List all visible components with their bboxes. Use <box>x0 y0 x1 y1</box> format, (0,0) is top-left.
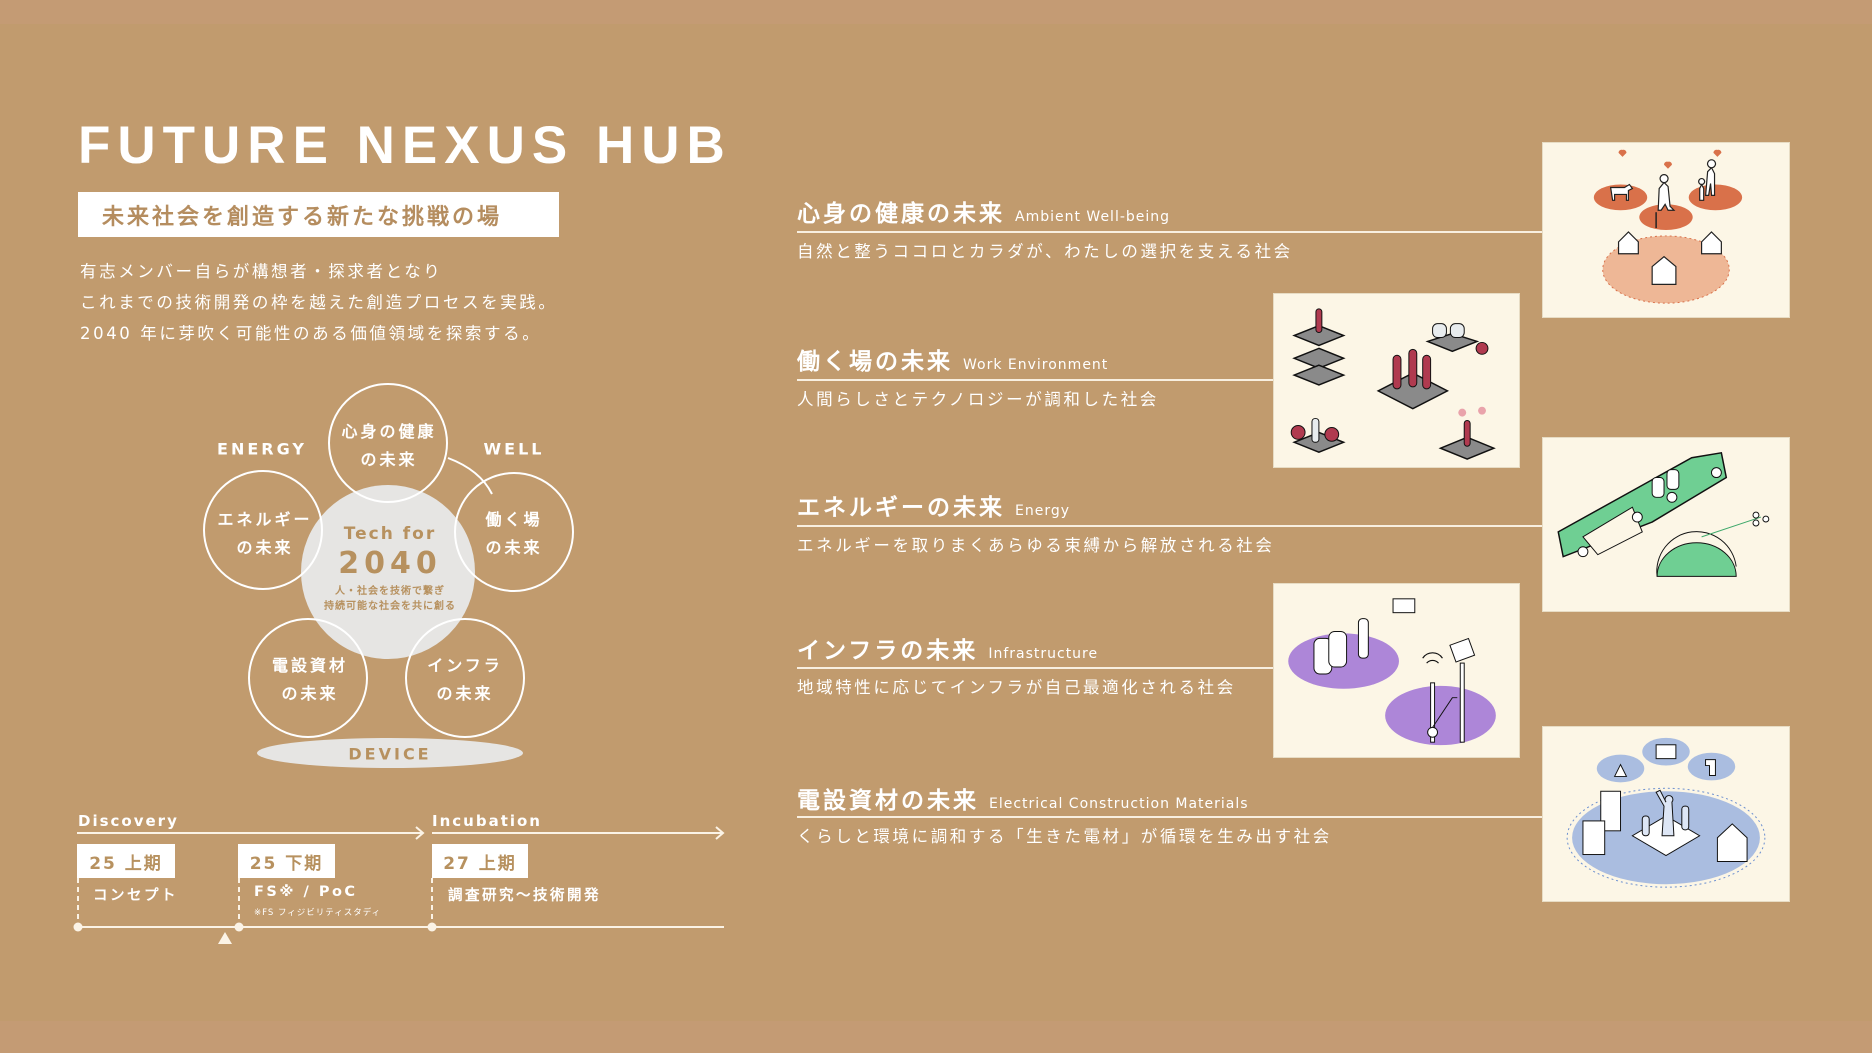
center-label: Tech for 2040 人・社会を技術で繋ぎ 持続可能な社会を共に創る <box>324 524 456 614</box>
topic-heading: 心身の健康の未来 Ambient Well-being <box>797 194 1170 228</box>
subtitle-box: 未来社会を創造する新たな挑戦の場 <box>78 192 559 237</box>
circle-work-label: 働く場 の未来 <box>485 510 543 557</box>
stage-period: 25 下期 <box>238 844 335 878</box>
center-year: 2040 <box>338 546 442 581</box>
materials-illustration-icon <box>1566 737 1766 888</box>
circle-materials <box>248 618 368 738</box>
topic-subtitle: Energy <box>1015 503 1071 519</box>
intro-line: 有志メンバー自らが構想者・探求者となり <box>80 262 443 281</box>
topic-divider <box>797 667 1273 669</box>
top-band <box>0 0 1872 24</box>
phase-discovery: Discovery <box>78 812 179 830</box>
topic-title: 働く場の未来 <box>797 349 953 375</box>
energy-label: ENERGY <box>217 439 307 459</box>
topic-divider <box>797 231 1542 233</box>
illustration-materials <box>1542 726 1790 902</box>
device-label: DEVICE <box>348 744 432 764</box>
center-sub-1: 人・社会を技術で繋ぎ <box>335 586 445 597</box>
connector-arc <box>447 457 493 495</box>
stage-note: ※FS フィジビリティスタディ <box>254 908 382 918</box>
intro-text: 有志メンバー自らが構想者・探求者となり これまでの技術開発の枠を越えた創造プロセ… <box>80 256 558 349</box>
topic-divider <box>797 525 1542 527</box>
phase-incubation: Incubation <box>432 812 542 830</box>
illustration-wellbeing <box>1542 142 1790 318</box>
circle-work <box>454 472 574 592</box>
topic-divider <box>797 379 1273 381</box>
topic-heading: インフラの未来 Infrastructure <box>797 631 1098 665</box>
diagram-shapes <box>203 383 574 768</box>
subtitle: 未来社会を創造する新たな挑戦の場 <box>102 204 503 230</box>
center-circle <box>301 485 475 659</box>
circle-energy-label: エネルギー の未来 <box>217 510 313 557</box>
current-position-triangle-icon <box>218 932 232 944</box>
illustration-infra <box>1273 583 1520 758</box>
circle-infra-label: インフラ の未来 <box>427 656 503 703</box>
illustration-energy <box>1542 437 1790 612</box>
topic-title: エネルギーの未来 <box>797 495 1005 521</box>
stage-period: 25 上期 <box>77 844 175 878</box>
intro-line: これまでの技術開発の枠を越えた創造プロセスを実践。 <box>80 293 558 312</box>
center-tech: Tech for <box>343 524 437 544</box>
wellbeing-illustration-icon <box>1593 149 1743 304</box>
concept-diagram: ENERGY WELL 心身の健康 の未来 エネルギー の未来 働く場 の未来 … <box>0 0 760 800</box>
intro-line: 2040 年に芽吹く可能性のある価値領域を探索する。 <box>80 324 542 343</box>
topic-divider <box>797 816 1542 818</box>
energy-illustration-icon <box>1557 451 1770 577</box>
topic-subtitle: Ambient Well-being <box>1015 209 1171 225</box>
timeline-lines <box>73 826 725 944</box>
topic-heading: 働く場の未来 Work Environment <box>797 342 1108 376</box>
bottom-band <box>0 1021 1872 1053</box>
topic-subtitle: Work Environment <box>963 357 1109 373</box>
well-label: WELL <box>483 439 545 459</box>
topic-subtitle: Infrastructure <box>988 646 1099 662</box>
circle-infra <box>405 618 525 738</box>
topic-desc: 地域特性に応じてインフラが自己最適化される社会 <box>797 678 1236 697</box>
topic-desc: くらしと環境に調和する「生きた電材」が循環を生み出す社会 <box>797 827 1332 846</box>
stage-desc: 調査研究〜技術開発 <box>448 888 601 904</box>
stage-period: 27 上期 <box>432 844 528 878</box>
topic-heading: 電設資材の未来 Electrical Construction Materials <box>797 781 1249 815</box>
topic-title: インフラの未来 <box>797 638 979 664</box>
device-ellipse <box>257 738 523 768</box>
topic-desc: 自然と整うココロとカラダが、わたしの選択を支える社会 <box>797 242 1293 261</box>
illustration-work <box>1273 293 1520 468</box>
topic-subtitle: Electrical Construction Materials <box>989 796 1249 812</box>
topic-desc: 人間らしさとテクノロジーが調和した社会 <box>797 390 1159 409</box>
topic-desc: エネルギーを取りまくあらゆる束縛から解放される社会 <box>797 536 1275 555</box>
center-sub-2: 持続可能な社会を共に創る <box>324 601 456 612</box>
work-illustration-icon <box>1290 308 1496 460</box>
circle-energy <box>203 470 323 590</box>
stage-desc: FS※ / PoC <box>254 884 358 900</box>
circle-materials-label: 電設資材 の未来 <box>271 656 349 703</box>
page-title: FUTURE NEXUS HUB <box>78 116 732 175</box>
topic-title: 電設資材の未来 <box>797 788 979 814</box>
infra-illustration-icon <box>1288 598 1496 746</box>
circle-wellbeing <box>328 383 448 503</box>
topic-title: 心身の健康の未来 <box>797 201 1005 227</box>
circle-wellbeing-label: 心身の健康 の未来 <box>341 422 437 469</box>
topic-heading: エネルギーの未来 Energy <box>797 488 1070 522</box>
stage-desc: コンセプト <box>93 888 178 904</box>
